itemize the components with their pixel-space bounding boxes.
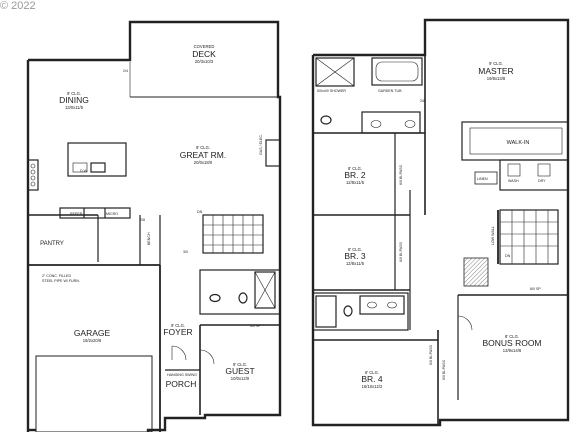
second-floor-stair-dn: DN [505, 254, 511, 258]
porch-note: HANGING SWING [167, 373, 197, 377]
linen-label: LINEN [477, 177, 488, 181]
bench-label: BENCH [147, 232, 151, 245]
stair-door-size: 3/0 [183, 250, 188, 254]
tub-label: GARDEN TUB [378, 89, 402, 93]
foyer-label: FOYER [163, 327, 192, 337]
great-room-label: GREAT RM. [180, 150, 226, 160]
second-floor-labels: 5/0x4/0 SHOWER GARDEN TUB 9' CLG. MASTER… [317, 61, 546, 389]
fireplace [265, 139, 281, 167]
bonus-door-swing [457, 315, 473, 331]
dining-size: 13/0x11/5 [65, 105, 84, 110]
bonus-ceiling: 8' CLG. [505, 334, 519, 339]
linen-closet [474, 171, 498, 185]
guest-door-swing [199, 349, 215, 365]
kitchen-sink [90, 162, 106, 173]
range-burners [30, 163, 36, 187]
hall-toilet [343, 305, 353, 317]
bonus-size: 13/9x14/6 [503, 348, 522, 353]
br3-ceiling: 8' CLG. [348, 247, 362, 252]
dining-ceiling: 9' CLG. [67, 91, 81, 96]
first-floor-stair-treads [203, 215, 263, 253]
deck-size: 20/3x10/3 [195, 59, 214, 64]
br4-label: BR. 4 [361, 374, 383, 384]
hall-vanity [359, 295, 405, 315]
deck-label: DECK [192, 49, 216, 59]
walk-in-label: WALK-IN [507, 140, 530, 146]
br4-size: 16/10x12/2 [362, 384, 383, 389]
dining-label: DINING [59, 95, 89, 105]
first-floor-toilet [238, 292, 248, 304]
garage-note-2: STEEL PIPE W/ FURN. [42, 279, 80, 283]
br3-label: BR. 3 [344, 251, 366, 261]
guest-label: GUEST [225, 366, 254, 376]
low-wall-label: LOW WALL [491, 226, 495, 245]
dishwasher [72, 162, 88, 173]
br4-closet-label: 6/0 BI-PASS [429, 344, 433, 365]
kitchen-island [67, 142, 127, 177]
garage-note-1: 2" CONC. FILLED [42, 274, 71, 278]
rear-counter [59, 207, 131, 219]
dryer-label: DRY [538, 179, 546, 183]
br3-size: 12/8x11/5 [346, 261, 365, 266]
guest-ceiling: 9' CLG. [233, 362, 247, 367]
great-room-size: 20/0x18/0 [194, 160, 213, 165]
garage-label: GARAGE [74, 328, 111, 338]
guest-size: 10/0x12/0 [231, 376, 250, 381]
second-floor-stair-treads [500, 210, 558, 264]
microwave-label: MICRO [106, 212, 118, 216]
master-size: 19/8x13/8 [487, 76, 506, 81]
garden-tub [371, 57, 423, 86]
first-floor-bath [199, 269, 281, 315]
refrigerator-label: REFER. [70, 212, 83, 216]
fireplace-label: GAS / ELEC. [259, 134, 263, 155]
master-vanity [361, 111, 421, 134]
bench-door-size: 2/8 [140, 218, 145, 222]
br2-label: BR. 2 [344, 170, 366, 180]
pantry-label: PANTRY [40, 241, 64, 247]
first-floor-labels: COVERED DECK 20/3x10/3 9' CLG. DINING 13… [40, 44, 263, 389]
bonus-label: BONUS ROOM [482, 338, 541, 348]
master-bath-door-size: 2/8 [420, 99, 425, 103]
bonus-closet-label: 6/0 BI-PASS [442, 359, 446, 380]
first-floor-stair-dn: DN [197, 210, 203, 214]
br2-ceiling: 8' CLG. [348, 166, 362, 171]
first-floor-plan [26, 20, 282, 432]
mechanical-chase [463, 257, 489, 287]
garage-door [35, 355, 153, 432]
laundry-room [499, 159, 569, 191]
shower-label: 5/0x4/0 SHOWER [317, 89, 346, 93]
second-floor-plan [311, 18, 570, 427]
first-floor-shelf: 5/0 SP [250, 324, 261, 328]
master-ceiling: 9' CLG. [489, 61, 503, 66]
master-toilet [320, 115, 332, 125]
deck-ceiling: COVERED [194, 44, 215, 49]
washer [507, 163, 521, 177]
porch-label: PORCH [166, 379, 197, 389]
br2-closet-label: 6/0 BI-PASS [399, 164, 403, 185]
br4-ceiling: 8' CLG. [365, 370, 379, 375]
br2-size: 12/8x11/5 [346, 180, 365, 185]
range-counter [27, 159, 39, 191]
copyright-text: © 2022 [0, 0, 36, 12]
dryer [537, 163, 551, 177]
hall-tub [315, 295, 337, 328]
first-floor-sink [209, 293, 221, 303]
deck-door-size: 2/4 [123, 69, 128, 73]
first-floor-shower [254, 271, 276, 309]
br3-closet-label: 6/0 BI-PASS [399, 241, 403, 262]
second-floor-exterior-wall [311, 18, 570, 427]
washer-label: WASH [508, 179, 519, 183]
first-floor-exterior-wall [28, 20, 282, 432]
second-floor-shelf: 6/0 SP [530, 287, 541, 291]
hall-bath [312, 292, 409, 331]
foyer-ceiling: 9' CLG. [171, 323, 185, 328]
master-label: MASTER [478, 66, 513, 76]
garage-size: 19/2x20/6 [83, 338, 102, 343]
master-shower [315, 57, 355, 87]
entry-door-swing [171, 345, 187, 361]
dishwasher-label: D.W. [80, 169, 88, 173]
great-room-ceiling: 9' CLG. [196, 145, 210, 150]
second-floor-stair [499, 209, 559, 265]
